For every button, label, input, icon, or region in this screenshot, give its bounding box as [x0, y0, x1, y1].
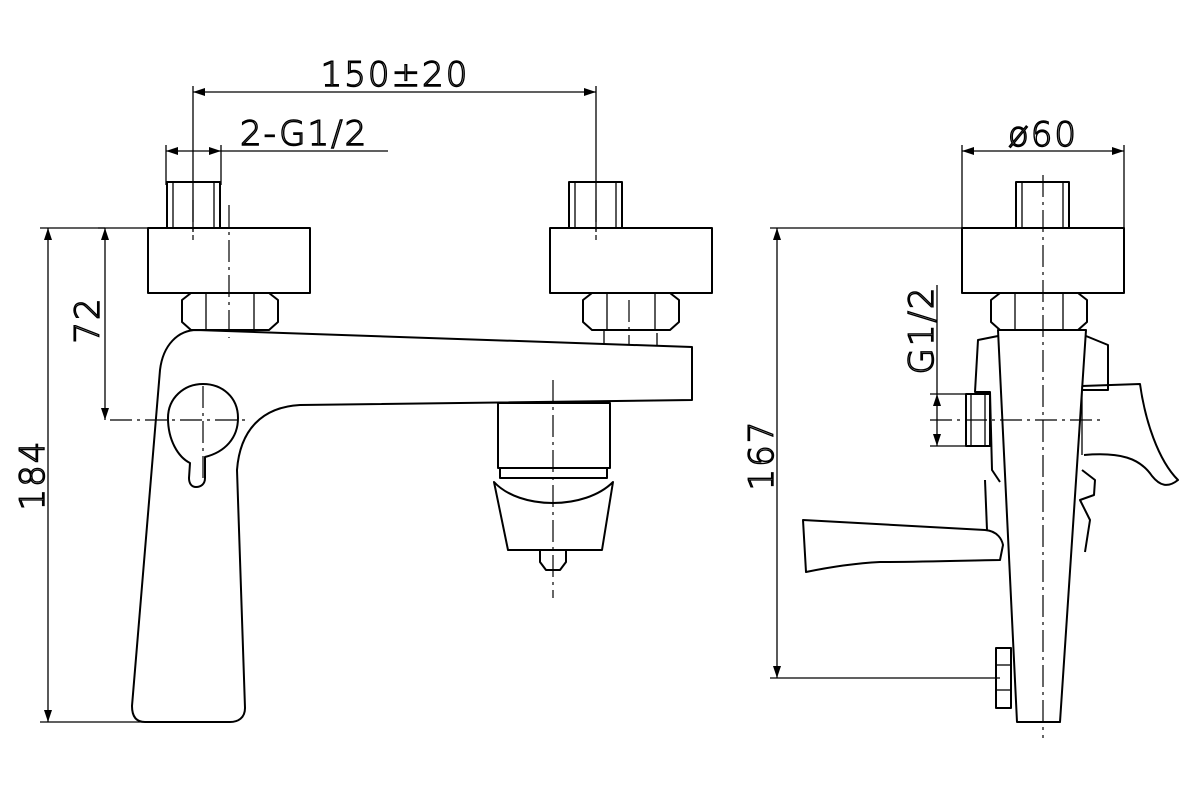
dimension-diameter: ø60: [961, 114, 1125, 232]
dimension-inlet-thread-label: 2-G1/2: [240, 114, 368, 154]
side-spout: [1081, 383, 1179, 486]
dimension-total-height-label: 184: [13, 440, 53, 511]
dimension-total-height: 184: [12, 227, 160, 723]
dimension-spacing: 150±20: [192, 54, 597, 232]
dimension-inlet-thread: 2-G1/2: [165, 113, 388, 185]
left-inlet-fitting: [147, 181, 311, 338]
dimension-height-to-axis-label: 72: [68, 296, 108, 343]
dimension-side-thread-label: G1/2: [902, 285, 942, 374]
dimension-side-height: 167: [741, 227, 1000, 679]
front-view: 150±20 2-G1/2: [12, 54, 713, 723]
dimension-spacing-label: 150±20: [321, 55, 470, 95]
side-handle: [802, 479, 1004, 573]
side-thread-outlet: [930, 393, 1100, 447]
spout-diverter: [493, 380, 614, 598]
dimension-height-to-axis: 72: [67, 227, 170, 420]
dimension-side-height-label: 167: [742, 420, 782, 491]
side-body: [974, 329, 1109, 723]
mixer-body: [110, 329, 693, 723]
right-inlet-fitting: [549, 181, 713, 345]
side-inlet-fitting: [961, 175, 1125, 738]
dimension-diameter-label: ø60: [1008, 115, 1078, 155]
dimension-side-thread: G1/2: [901, 285, 968, 447]
side-view: ø60: [741, 114, 1179, 738]
